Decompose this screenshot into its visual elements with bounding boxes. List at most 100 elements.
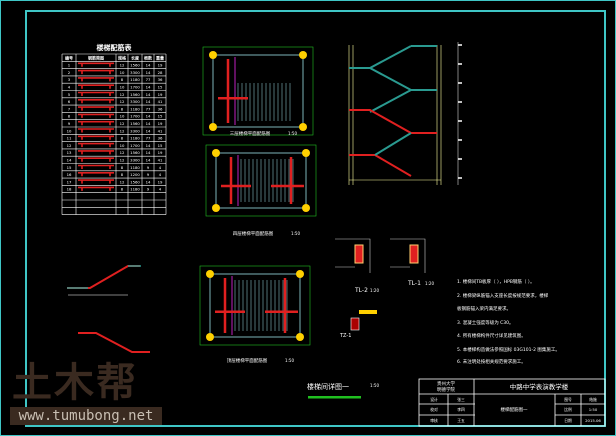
table-cell: 1560: [130, 179, 140, 184]
table-cell: 14: [146, 179, 151, 184]
beam-label-tl2: TL-2: [354, 287, 368, 294]
table-header: 根数: [144, 55, 152, 61]
table-cell: 1180: [130, 136, 140, 141]
column-marker: [296, 270, 304, 278]
drawing-title: 楼梯间详图一: [307, 382, 349, 391]
table-cell: 14: [146, 63, 151, 68]
table-cell: 8: [121, 172, 124, 177]
note-6: 6. 未注明处按相关规范要求施工。: [457, 358, 526, 365]
rebar-sketch: [78, 77, 114, 82]
flight: [369, 89, 412, 113]
watermark-logo: 土木帮: [12, 360, 138, 406]
plan-caption: 四层楼梯平面配筋图: [233, 230, 274, 237]
table-header: 重量: [156, 55, 164, 61]
rebar-sketch: [78, 106, 114, 111]
tb-right-value: 1:50: [589, 407, 598, 412]
plan-scale: 1:50: [291, 231, 300, 236]
rebar-sketch: [78, 113, 114, 118]
table-cell: 77: [146, 106, 151, 111]
tb-right-label: 图号: [564, 397, 572, 402]
table-cell: 15: [158, 114, 163, 119]
landing: [349, 45, 437, 91]
column-marker: [206, 270, 214, 278]
drawing-frame: [25, 10, 606, 427]
table-cell: 8: [121, 136, 124, 141]
table-cell: 15: [67, 165, 72, 170]
table-cell: 19: [158, 63, 163, 68]
rebar-sketch: [78, 62, 114, 67]
table-cell: 12: [120, 92, 125, 97]
drawing-scale: 1:50: [370, 383, 379, 388]
table-cell: 8: [121, 165, 124, 170]
table-cell: 4: [159, 172, 162, 177]
table-cell: 3: [68, 77, 71, 82]
column-label-tz1: TZ-1: [339, 333, 351, 339]
table-cell: 14: [146, 92, 151, 97]
stair-section: [348, 42, 462, 185]
table-cell: 12: [120, 179, 125, 184]
tb-right-label: 比例: [564, 407, 572, 412]
table-cell: 19: [158, 179, 163, 184]
table-cell: 10: [120, 85, 125, 90]
tb-school: 贵州大学: [437, 380, 455, 387]
column-marker: [209, 123, 217, 131]
table-cell: 10: [120, 70, 125, 75]
dimension-lines: [205, 144, 317, 217]
beam-scale-tl1: 1:20: [425, 281, 434, 286]
table-cell: 8: [68, 114, 71, 119]
table-cell: 3300: [130, 128, 140, 133]
table-cell: 10: [120, 143, 125, 148]
table-cell: 1700: [130, 143, 140, 148]
table-cell: 8: [121, 187, 124, 192]
rebar-sketch: [78, 186, 114, 191]
column-marker: [206, 333, 214, 341]
rebar-sketch: [78, 179, 114, 184]
stair-walls: [209, 273, 301, 338]
watermark-url: www.tumubong.net: [10, 407, 162, 425]
dimension-lines: [202, 46, 314, 136]
table-cell: 14: [67, 158, 72, 163]
beam-rebar: [271, 157, 304, 204]
table-cell: 14: [146, 158, 151, 163]
tb-left-label: 审核: [430, 418, 438, 423]
plan-scale: 1:50: [288, 131, 297, 136]
tb-right-value: 2015.06: [585, 418, 601, 423]
table-cell: 14: [146, 70, 151, 75]
table-cell: 9: [147, 165, 150, 170]
table-cell: 4: [68, 85, 71, 90]
rebar-sketch: [78, 135, 114, 140]
table-cell: 7: [68, 106, 71, 111]
tb-left-value: 王五: [457, 418, 465, 423]
note-2b: 板钢筋锚入梁内满足要求。: [457, 305, 511, 312]
table-cell: 1560: [130, 92, 140, 97]
table-cell: 15: [158, 85, 163, 90]
table-cell: 1180: [130, 77, 140, 82]
title-underline: [308, 396, 361, 399]
table-header: 长度: [131, 55, 140, 61]
table-cell: 1200: [130, 172, 140, 177]
table-cell: 1700: [130, 114, 140, 119]
section-walls: [348, 45, 442, 185]
table-cell: 1: [68, 63, 71, 68]
beam-outline: [390, 238, 426, 273]
table-cell: 16: [67, 172, 72, 177]
table-cell: 18: [67, 187, 72, 192]
flight: [369, 45, 412, 69]
flight-details: [67, 265, 150, 353]
table-cell: 9: [68, 121, 71, 126]
rebar-sketch: [78, 120, 114, 126]
table-cell: 10: [120, 114, 125, 119]
table-title: 楼梯配筋表: [97, 43, 133, 52]
rebar-sketch: [78, 91, 114, 96]
table-cell: 1560: [130, 63, 140, 68]
column-marker: [296, 333, 304, 341]
beam-rebar: [218, 59, 248, 123]
rebar-sketch: [78, 142, 114, 148]
note-4: 4. 所有楼梯构件尺寸详见建筑图。: [457, 332, 526, 339]
rebar-sketch: [78, 150, 114, 155]
plan-scale: 1:50: [285, 358, 294, 363]
table-header: 钢筋简图: [88, 55, 104, 61]
table-cell: 12: [120, 128, 125, 133]
table-cell: 1180: [130, 165, 140, 170]
